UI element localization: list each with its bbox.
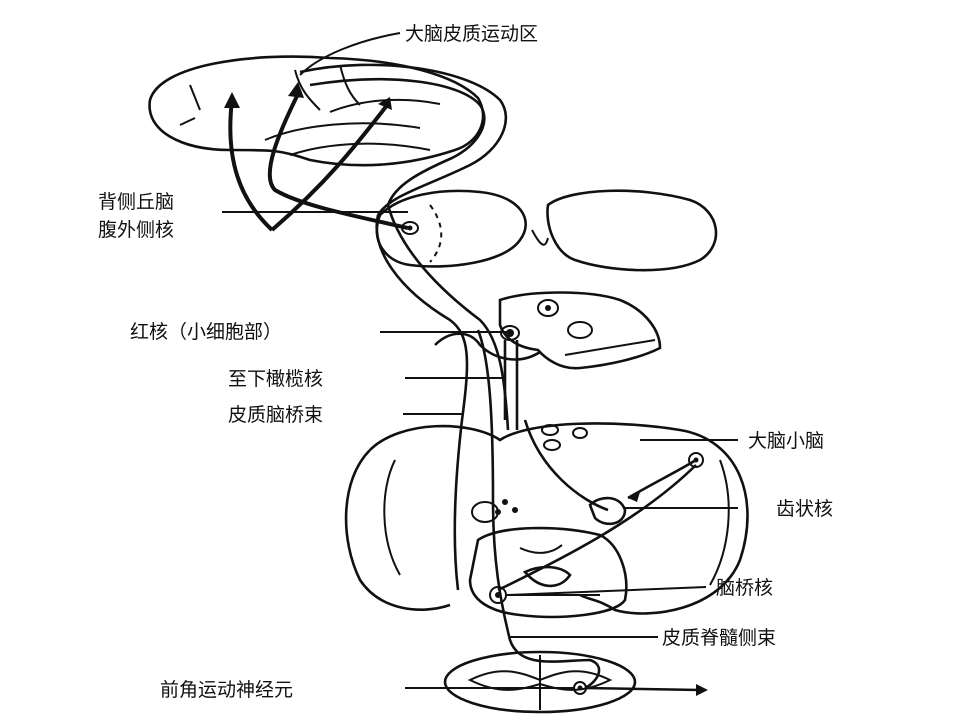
- label-dentate-nucleus: 齿状核: [776, 498, 833, 520]
- label-ventrolateral-nucleus: 腹外侧核: [98, 219, 174, 241]
- descending-tracts: [375, 204, 601, 690]
- midbrain: [434, 291, 662, 370]
- label-to-inferior-olive: 至下橄榄核: [228, 368, 323, 390]
- leader-lines: [222, 32, 738, 689]
- thalamocortical-path: [224, 82, 409, 232]
- thalamus: [375, 189, 718, 272]
- pons: [468, 526, 628, 619]
- label-red-nucleus: 红核（小细胞部）: [130, 321, 282, 343]
- cerebellum: [344, 419, 749, 615]
- label-corticopontine-tract: 皮质脑桥束: [228, 404, 323, 426]
- label-cerebrocerebellum: 大脑小脑: [748, 430, 824, 452]
- spinal-cord: [443, 650, 708, 714]
- label-pontine-nuclei: 脑桥核: [716, 577, 773, 599]
- label-cortex-motor: 大脑皮质运动区: [405, 23, 538, 45]
- label-lateral-corticospinal-tract: 皮质脊髓侧束: [662, 627, 776, 649]
- label-ventral-horn-motor-neuron: 前角运动神经元: [160, 679, 293, 701]
- label-thalamus: 背侧丘脑: [98, 191, 174, 213]
